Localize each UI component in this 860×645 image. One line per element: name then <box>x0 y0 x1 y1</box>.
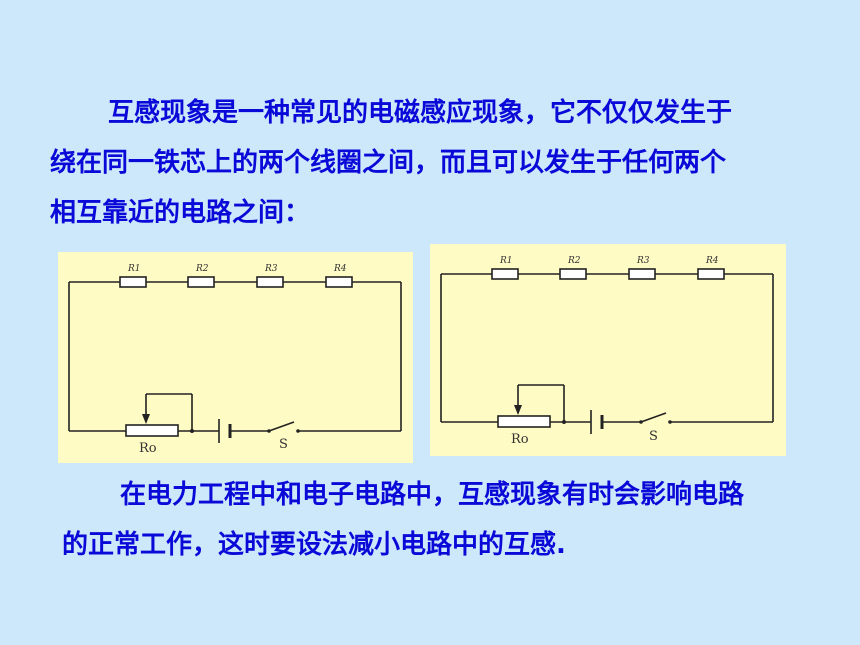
rheostat-label: Ro <box>139 441 157 456</box>
resistor-label: R3 <box>264 264 278 274</box>
resistor-label: R2 <box>567 256 581 266</box>
circuit-diagram-left: R1 R2 R3 R4 Ro S <box>58 252 413 463</box>
circuit-diagram-right: R1 R2 R3 R4 Ro S <box>430 244 786 456</box>
paragraph-line: 互感现象是一种常见的电磁感应现象，它不仅仅发生于 <box>108 98 733 128</box>
resistor-label: R2 <box>195 264 209 274</box>
switch-label: S <box>649 429 658 444</box>
rheostat-label: Ro <box>511 432 529 447</box>
paragraph-intro: 互感现象是一种常见的电磁感应现象，它不仅仅发生于 绕在同一铁芯上的两个线圈之间，… <box>50 88 840 238</box>
paragraph-line: 在电力工程中和电子电路中，互感现象有时会影响电路 <box>120 480 745 510</box>
circuit-right-svg: R1 R2 R3 R4 Ro S <box>440 256 774 447</box>
resistor-label: R1 <box>127 264 141 274</box>
paragraph-line: 的正常工作，这时要设法减小电路中的互感. <box>62 530 566 560</box>
paragraph-conclusion: 在电力工程中和电子电路中，互感现象有时会影响电路 的正常工作，这时要设法减小电路… <box>62 470 842 570</box>
resistor-label: R4 <box>705 256 719 266</box>
resistor-label: R3 <box>636 256 650 266</box>
resistor-label: R4 <box>333 264 347 274</box>
paragraph-line: 相互靠近的电路之间： <box>50 198 311 228</box>
circuit-left-svg: R1 R2 R3 R4 Ro S <box>68 264 402 456</box>
paragraph-line: 绕在同一铁芯上的两个线圈之间，而且可以发生于任何两个 <box>50 148 727 178</box>
resistor-label: R1 <box>499 256 513 266</box>
switch-label: S <box>279 437 288 452</box>
